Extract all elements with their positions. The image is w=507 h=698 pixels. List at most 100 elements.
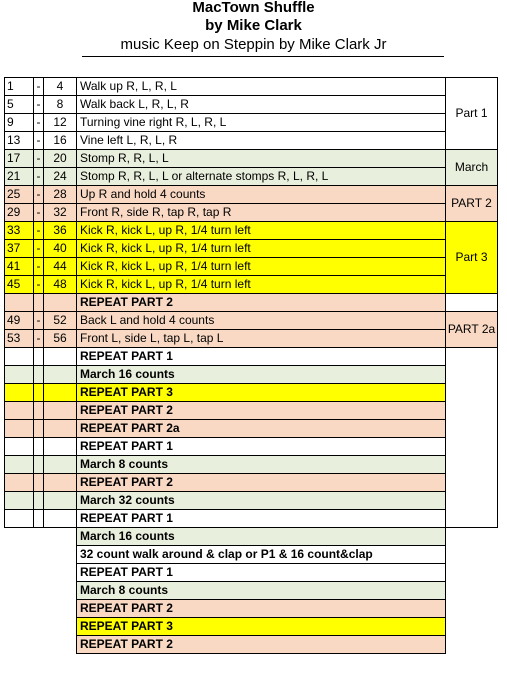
count-end [43, 509, 77, 528]
count-start [4, 473, 34, 492]
step-description: March 16 counts [76, 527, 446, 546]
count-end [43, 293, 77, 312]
count-start [4, 365, 34, 384]
step-description: Stomp R, R, L, L [76, 149, 446, 168]
step-description: REPEAT PART 2 [76, 401, 446, 420]
step-row: REPEAT PART 1 [4, 347, 498, 528]
count-dash: - [33, 167, 44, 186]
step-description: Walk back L, R, L, R [76, 95, 446, 114]
count-end [43, 365, 77, 384]
blank-cell [5, 582, 77, 600]
step-row: March 8 counts [4, 455, 498, 474]
count-end [43, 455, 77, 474]
blank-cell [5, 546, 77, 564]
step-row: REPEAT PART 1 [4, 437, 498, 456]
count-end [43, 491, 77, 510]
count-dash: - [33, 95, 44, 114]
section-label: PART 2a [445, 311, 498, 348]
count-start [4, 383, 34, 402]
count-end [43, 473, 77, 492]
count-start: 13 [4, 131, 34, 150]
count-start: 1 [4, 77, 34, 96]
blank-cell [446, 582, 498, 600]
step-row: March 16 counts [5, 527, 498, 546]
blank-cell [446, 618, 498, 636]
count-dash: - [33, 221, 44, 240]
step-description: Walk up R, L, R, L [76, 77, 446, 96]
step-row: REPEAT PART 2 [5, 599, 498, 618]
count-dash: - [33, 275, 44, 294]
step-row: REPEAT PART 2 [4, 473, 498, 492]
step-description: March 16 counts [76, 365, 446, 384]
count-dash [33, 491, 44, 510]
blank-cell [446, 636, 498, 654]
count-start: 25 [4, 185, 34, 204]
blank-cell [5, 636, 77, 654]
count-end [43, 437, 77, 456]
dance-title: MacTown Shuffle [192, 0, 315, 16]
count-end: 48 [43, 275, 77, 294]
count-start [4, 509, 34, 528]
section-label [445, 347, 498, 528]
step-description: Kick R, kick L, up R, 1/4 turn left [76, 221, 446, 240]
count-start: 53 [4, 329, 34, 348]
step-description: REPEAT PART 3 [76, 383, 446, 402]
blank-cell [5, 564, 77, 582]
count-dash: - [33, 203, 44, 222]
count-dash: - [33, 149, 44, 168]
step-row: March 32 counts [4, 491, 498, 510]
step-description: March 32 counts [76, 491, 446, 510]
count-start: 5 [4, 95, 34, 114]
step-row: REPEAT PART 3 [5, 617, 498, 636]
blank-cell [446, 564, 498, 582]
section-label [445, 293, 498, 312]
count-start: 21 [4, 167, 34, 186]
count-dash [33, 347, 44, 366]
step-row: REPEAT PART 2 [5, 635, 498, 654]
count-start: 9 [4, 113, 34, 132]
step-row: REPEAT PART 2 [4, 293, 498, 312]
step-description: Front L, side L, tap L, tap L [76, 329, 446, 348]
count-end [43, 347, 77, 366]
step-row: March 16 counts [4, 365, 498, 384]
step-row: REPEAT PART 1 [4, 509, 498, 528]
step-description: REPEAT PART 2 [76, 293, 446, 312]
count-dash: - [33, 311, 44, 330]
step-row: March 8 counts [5, 581, 498, 600]
count-start [4, 419, 34, 438]
dance-author: by Mike Clark [205, 17, 302, 34]
step-description: Kick R, kick L, up R, 1/4 turn left [76, 239, 446, 258]
section-label: March [445, 149, 498, 186]
count-start [4, 401, 34, 420]
count-dash [33, 437, 44, 456]
count-end [43, 419, 77, 438]
step-description: March 8 counts [76, 581, 446, 600]
step-description: Back L and hold 4 counts [76, 311, 446, 330]
step-description: REPEAT PART 3 [76, 617, 446, 636]
step-description: Front R, side R, tap R, tap R [76, 203, 446, 222]
blank-cell [5, 528, 77, 546]
header-rule [82, 56, 444, 57]
count-end: 12 [43, 113, 77, 132]
count-start: 37 [4, 239, 34, 258]
count-start: 45 [4, 275, 34, 294]
step-description: Turning vine right R, L, R, L [76, 113, 446, 132]
count-start [4, 347, 34, 366]
step-description: REPEAT PART 1 [76, 509, 446, 528]
blank-cell [446, 546, 498, 564]
step-row: REPEAT PART 2 [4, 401, 498, 420]
count-dash: - [33, 257, 44, 276]
count-dash [33, 383, 44, 402]
step-row: REPEAT PART 3 [4, 383, 498, 402]
